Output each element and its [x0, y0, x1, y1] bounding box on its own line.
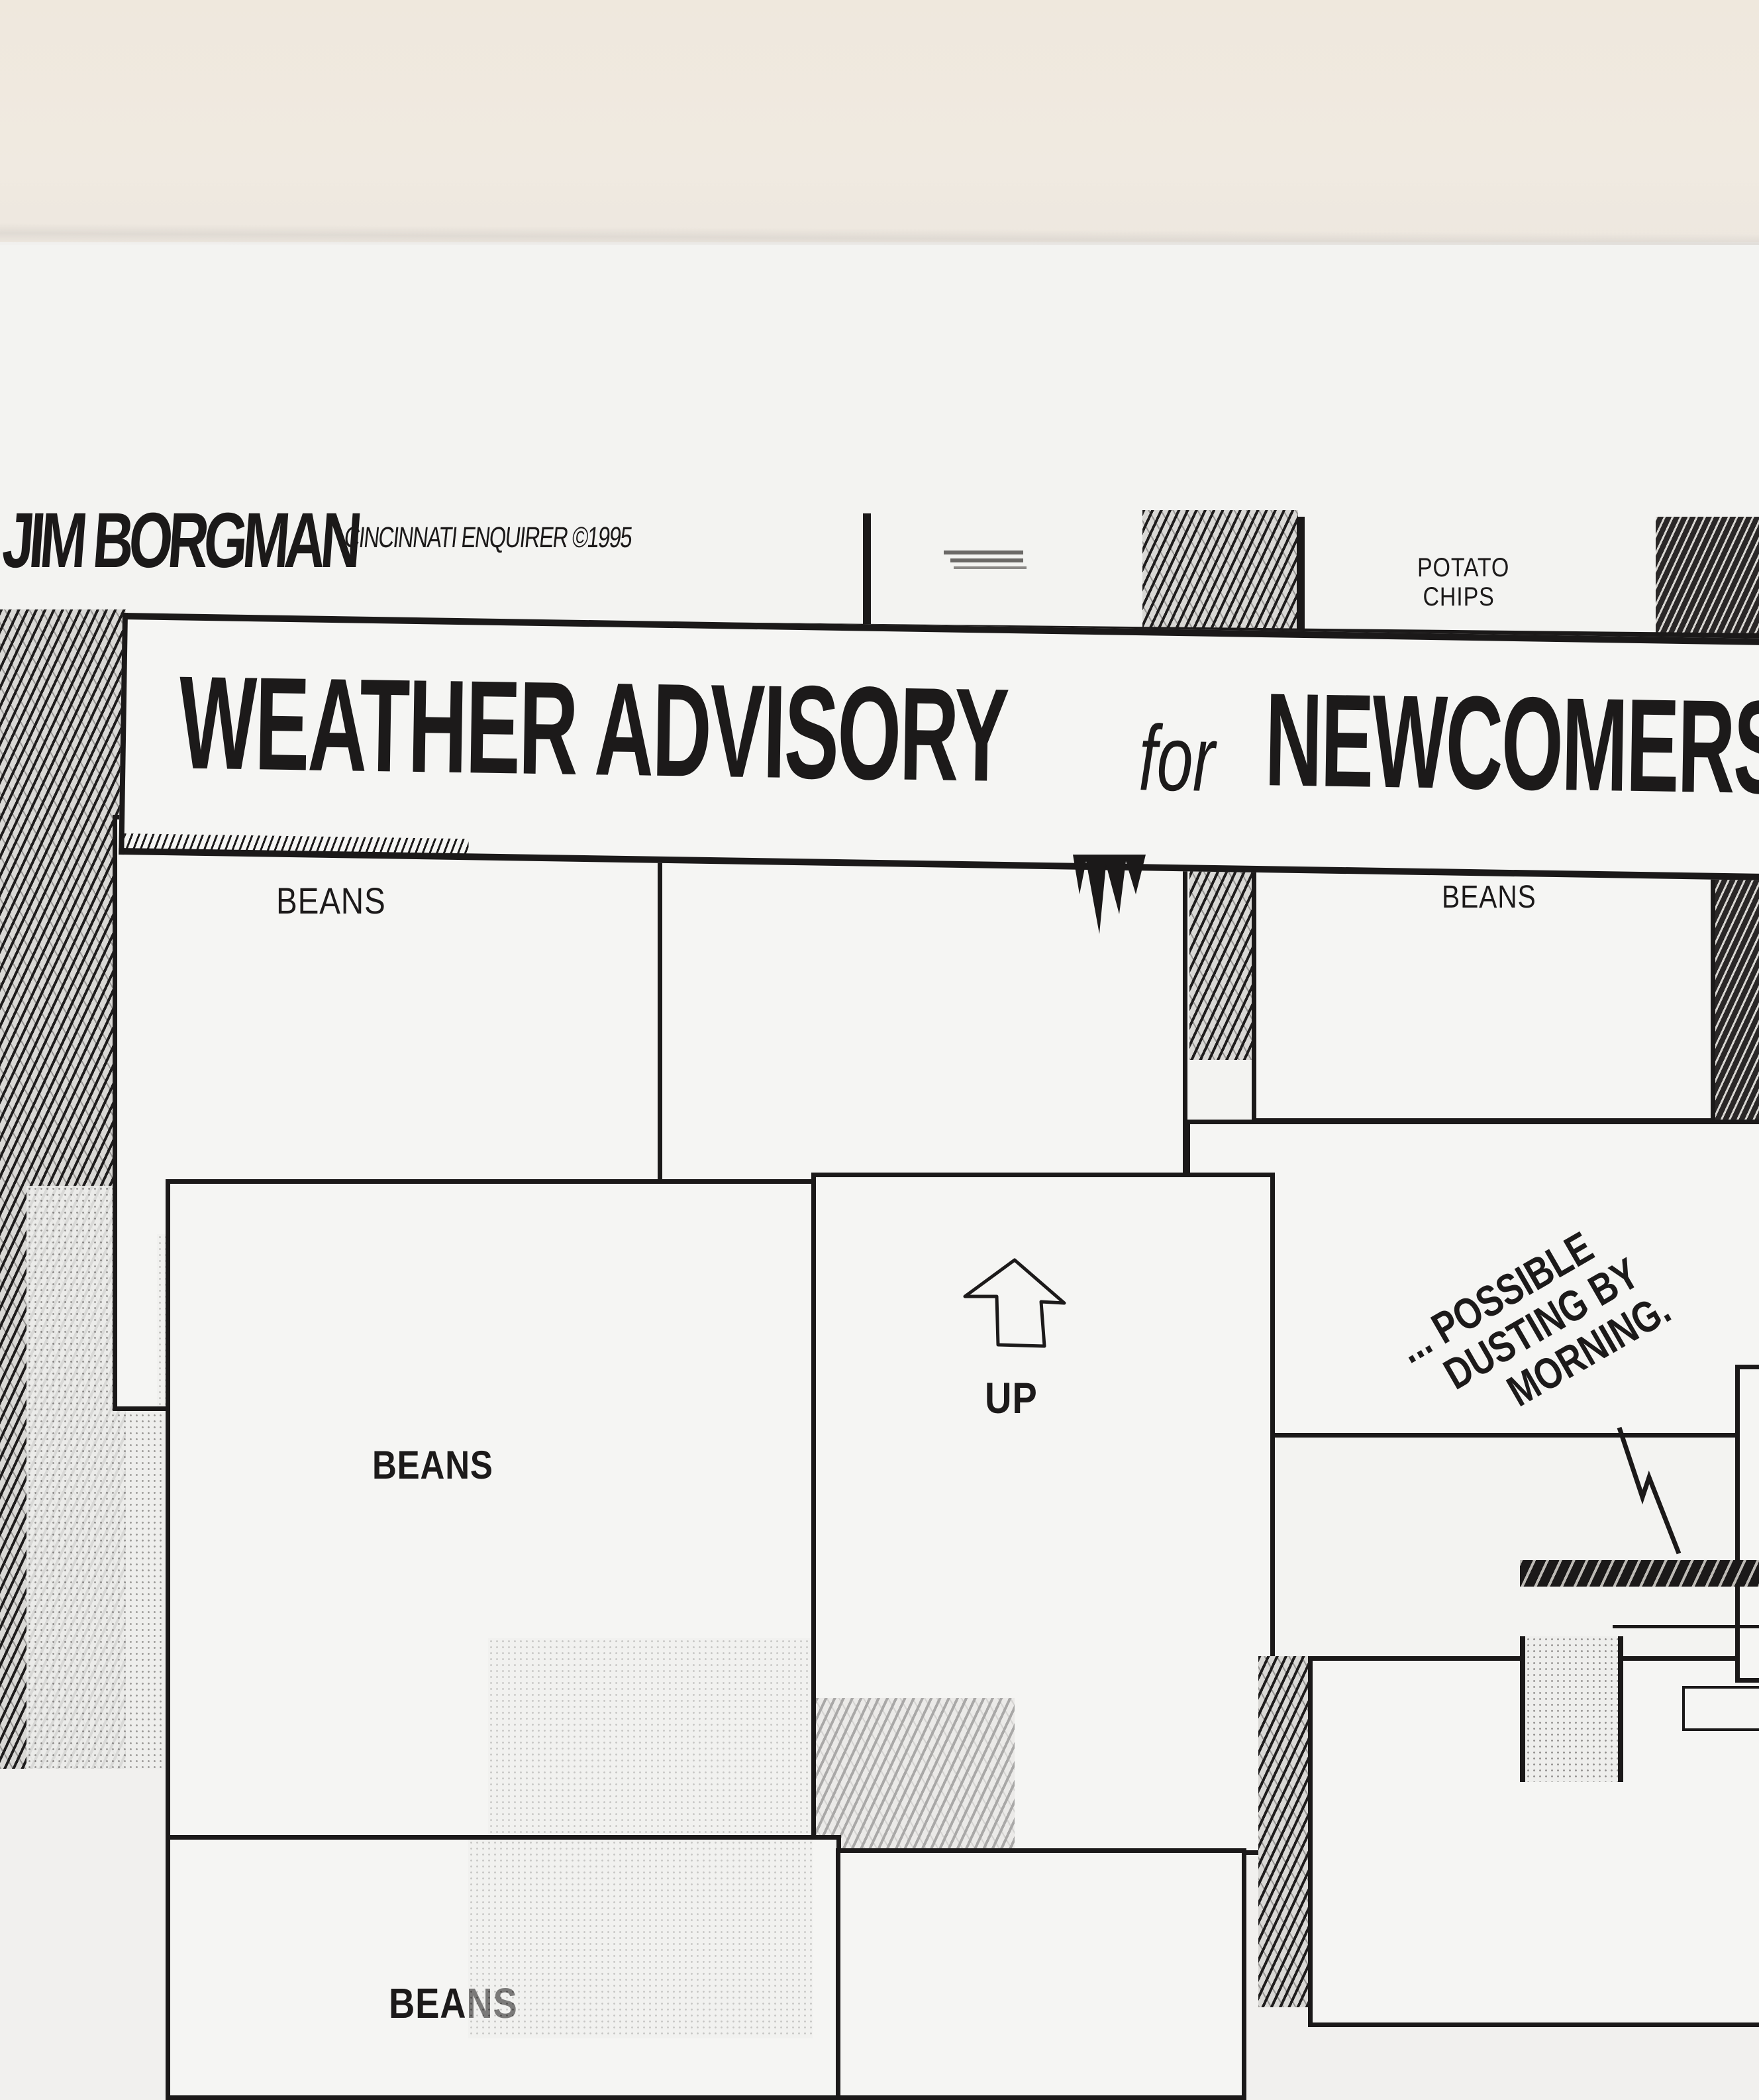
box-beans-row3-left: BEANS — [166, 1835, 841, 2100]
row1-gap-hatching — [1189, 855, 1256, 1060]
banner-title-for: for — [1138, 706, 1216, 811]
publication-credit: CINCINNATI ENQUIRER ©1995 — [342, 521, 633, 554]
top-box-divider-2 — [1297, 517, 1305, 649]
banner-title: WEATHER ADVISORY for NEWCOMERS: — [177, 649, 1759, 822]
box-beans-row2-left: BEANS — [166, 1179, 821, 1855]
mat-border — [0, 0, 1759, 242]
icicle-drips-icon — [1073, 855, 1146, 934]
box-halftone-shading — [468, 1840, 813, 2038]
device-display — [1682, 1686, 1759, 1731]
label-up: UP — [985, 1373, 1038, 1422]
banner-bottom-hatching — [124, 833, 469, 857]
top-hatched-box — [1142, 510, 1298, 649]
label-beans: BEANS — [372, 1443, 493, 1487]
box-row3-middle — [836, 1848, 1246, 2100]
top-box-divider — [863, 513, 871, 626]
device-side-panel — [1520, 1636, 1623, 1782]
label-beans: BEANS — [276, 880, 386, 921]
row2-gap-hatching — [1258, 1656, 1311, 2007]
device-dial-row — [1613, 1625, 1759, 1628]
radio-device — [1520, 1560, 1759, 1782]
box-row1-right-lower — [1185, 1120, 1759, 1438]
box-row2-far-right — [1735, 1365, 1759, 1683]
banner-title-main: WEATHER ADVISORY — [177, 649, 1009, 810]
artist-name: JIM BORGMAN — [0, 497, 360, 584]
label-beans: BEANS — [1442, 880, 1536, 915]
title-banner: WEATHER ADVISORY for NEWCOMERS: — [119, 613, 1759, 881]
box-corner-hatching — [816, 1698, 1015, 1850]
box-up-arrow: UP — [811, 1173, 1275, 1855]
speech-bolt-icon — [1617, 1426, 1682, 1555]
banner-title-target: NEWCOMERS: — [1264, 666, 1759, 823]
up-arrow-icon — [963, 1258, 1066, 1348]
artist-signature: JIM BORGMAN CINCINNATI ENQUIRER ©1995 — [0, 497, 633, 584]
device-top-bar — [1520, 1560, 1759, 1587]
top-box-scribble — [944, 547, 1043, 573]
cartoon-paper: POTATO CHIPS JIM BORGMAN CINCINNATI ENQU… — [0, 245, 1759, 2100]
box-beans-row1-right: BEANS — [1252, 851, 1715, 1123]
label-potato-chips: POTATO CHIPS — [1417, 553, 1510, 611]
box-halftone-shading — [488, 1638, 819, 1850]
right-edge-dark-box — [1715, 855, 1759, 1120]
